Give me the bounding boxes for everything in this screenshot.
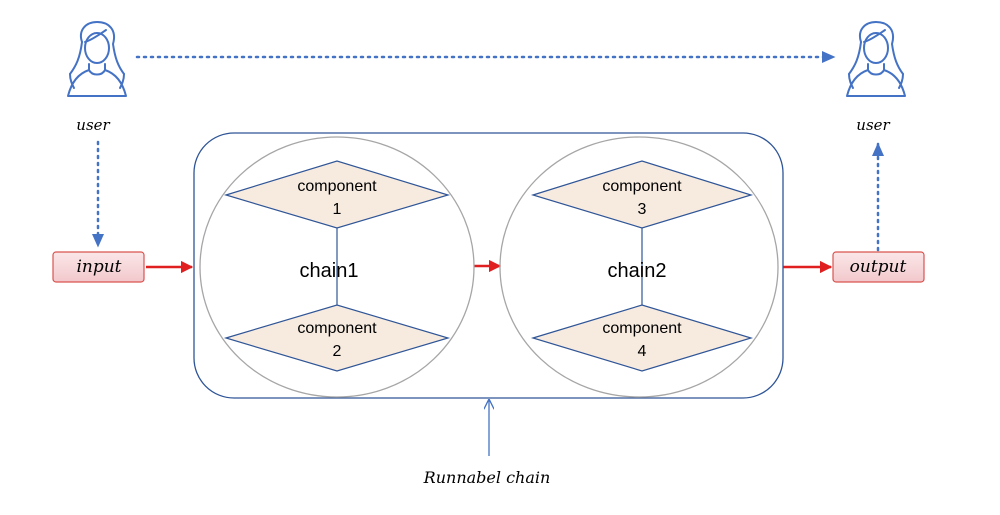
component-2-number: 2 [333, 343, 342, 360]
component-3-diamond [530, 160, 754, 229]
component-1-label: component [297, 178, 377, 195]
left-user-label: user [76, 116, 110, 134]
input-box: input [52, 251, 145, 283]
component-3-number: 3 [638, 201, 647, 218]
chain2-group: component 3 component 4 chain2 [499, 136, 779, 398]
component-4-label: component [602, 320, 682, 337]
runnable-chain-label: Runnabel chain [423, 468, 551, 487]
component-2-diamond [223, 304, 451, 372]
runnable-chain-container [193, 132, 784, 399]
output-box: output [832, 251, 925, 283]
chain2-label: chain2 [608, 260, 667, 282]
right-user-label: user [856, 116, 890, 134]
component-2-label: component [297, 320, 377, 337]
chain1-group: component 1 component 2 chain1 [199, 136, 475, 398]
chain2-circle [499, 136, 779, 398]
chain1-label: chain1 [300, 260, 359, 282]
component-4-number: 4 [638, 343, 647, 360]
component-1-diamond [223, 160, 451, 229]
input-label: input [76, 257, 121, 277]
output-label: output [850, 257, 907, 277]
component-4-diamond [530, 304, 754, 372]
component-1-number: 1 [333, 201, 342, 218]
left-user-icon [67, 21, 127, 97]
right-user-icon [846, 21, 906, 97]
component-3-label: component [602, 178, 682, 195]
chain1-circle [199, 136, 475, 398]
